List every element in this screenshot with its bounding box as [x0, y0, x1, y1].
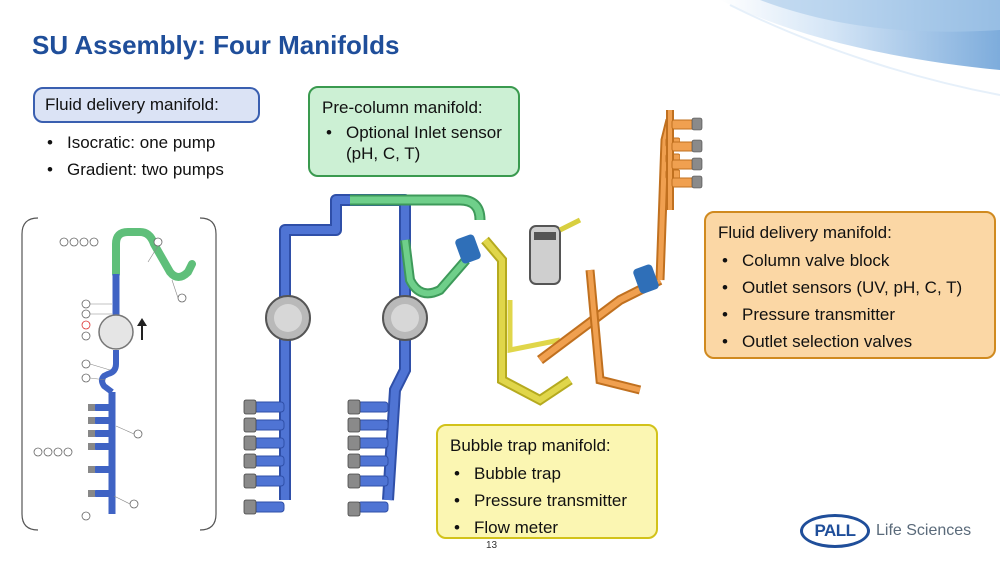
orange-outlet-fittings	[666, 110, 703, 210]
fluid-delivery-left-list: Isocratic: one pump Gradient: two pumps	[43, 129, 224, 183]
list-item: Pressure transmitter	[718, 301, 982, 328]
manifold-schematic-drawing	[21, 217, 217, 531]
list-item: Outlet sensors (UV, pH, C, T)	[718, 274, 982, 301]
pall-logo: PALL Life Sciences	[800, 514, 980, 554]
pall-logo-text: Life Sciences	[876, 522, 972, 539]
bubble-trap-title: Bubble trap manifold:	[450, 436, 611, 455]
list-item: Column valve block	[718, 247, 982, 274]
fluid-delivery-left-label: Fluid delivery manifold:	[33, 87, 260, 123]
list-item: Flow meter	[450, 514, 644, 541]
list-item: Isocratic: one pump	[43, 129, 224, 156]
pall-logo-mark: PALL	[800, 514, 870, 548]
fluid-delivery-left-label-text: Fluid delivery manifold:	[45, 95, 219, 114]
list-item: Bubble trap	[450, 460, 644, 487]
list-item: Optional Inlet sensor (pH, C, T)	[322, 122, 506, 164]
list-item: Outlet selection valves	[718, 328, 982, 355]
slide-title: SU Assembly: Four Manifolds	[32, 30, 400, 60]
list-item: Gradient: two pumps	[43, 156, 224, 183]
bubble-trap-panel: Bubble trap manifold: Bubble trap Pressu…	[436, 424, 658, 541]
fluid-delivery-right-title: Fluid delivery manifold:	[718, 223, 892, 242]
pre-column-title: Pre-column manifold:	[322, 98, 483, 117]
list-item: Pressure transmitter	[450, 487, 644, 514]
su-assembly-illustration	[243, 118, 680, 517]
pre-column-panel: Pre-column manifold: Optional Inlet sens…	[308, 86, 520, 177]
fluid-delivery-right-panel: Fluid delivery manifold: Column valve bl…	[704, 211, 996, 359]
page-number: 13	[486, 540, 498, 551]
